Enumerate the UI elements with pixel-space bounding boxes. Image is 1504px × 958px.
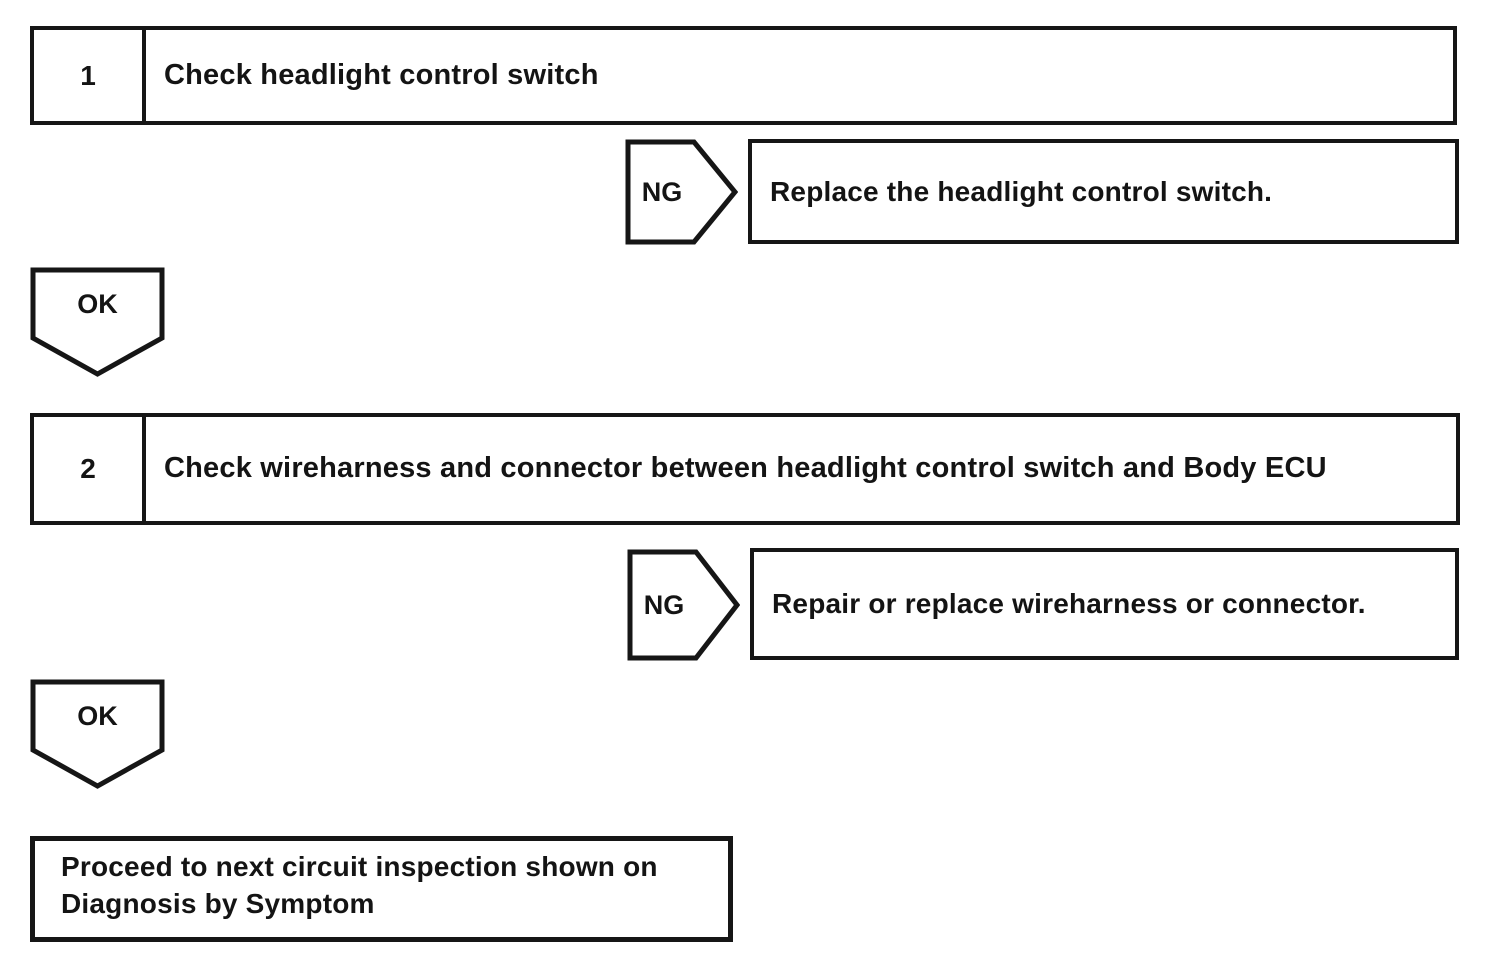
final-action-box: Proceed to next circuit inspection shown…: [30, 836, 733, 942]
ng-arrow-2-label: NG: [643, 589, 685, 620]
ok-arrow-1-label: OK: [77, 288, 118, 319]
ok-arrow-1: OK: [30, 267, 165, 377]
step-1-title: Check headlight control switch: [164, 58, 599, 91]
ok-arrow-1-shape: [30, 267, 165, 377]
ng-arrow-1-shape: [625, 139, 738, 245]
ng-result-box-2: Repair or replace wireharness or connect…: [750, 548, 1459, 660]
step-1-box: 1 Check headlight control switch: [30, 26, 1457, 125]
ng-result-box-1: Replace the headlight control switch.: [748, 139, 1459, 244]
ok-arrow-2-shape: [30, 679, 165, 789]
ng-result-text-1: Replace the headlight control switch.: [770, 175, 1273, 207]
step-1-number: 1: [34, 30, 146, 121]
ng-result-text-2: Repair or replace wireharness or connect…: [772, 588, 1366, 619]
ok-arrow-2: OK: [30, 679, 165, 789]
step-2-title: Check wireharness and connector between …: [164, 452, 1327, 485]
ng-arrow-1-label: NG: [641, 176, 683, 207]
ng-arrow-2: NG: [627, 549, 740, 661]
final-action-text: Proceed to next circuit inspection shown…: [61, 850, 658, 919]
ok-arrow-2-label: OK: [77, 700, 118, 731]
ng-arrow-2-shape: [627, 549, 740, 661]
step-2-box: 2 Check wireharness and connector betwee…: [30, 413, 1460, 525]
ng-arrow-1: NG: [625, 139, 738, 245]
step-2-number: 2: [34, 417, 146, 521]
